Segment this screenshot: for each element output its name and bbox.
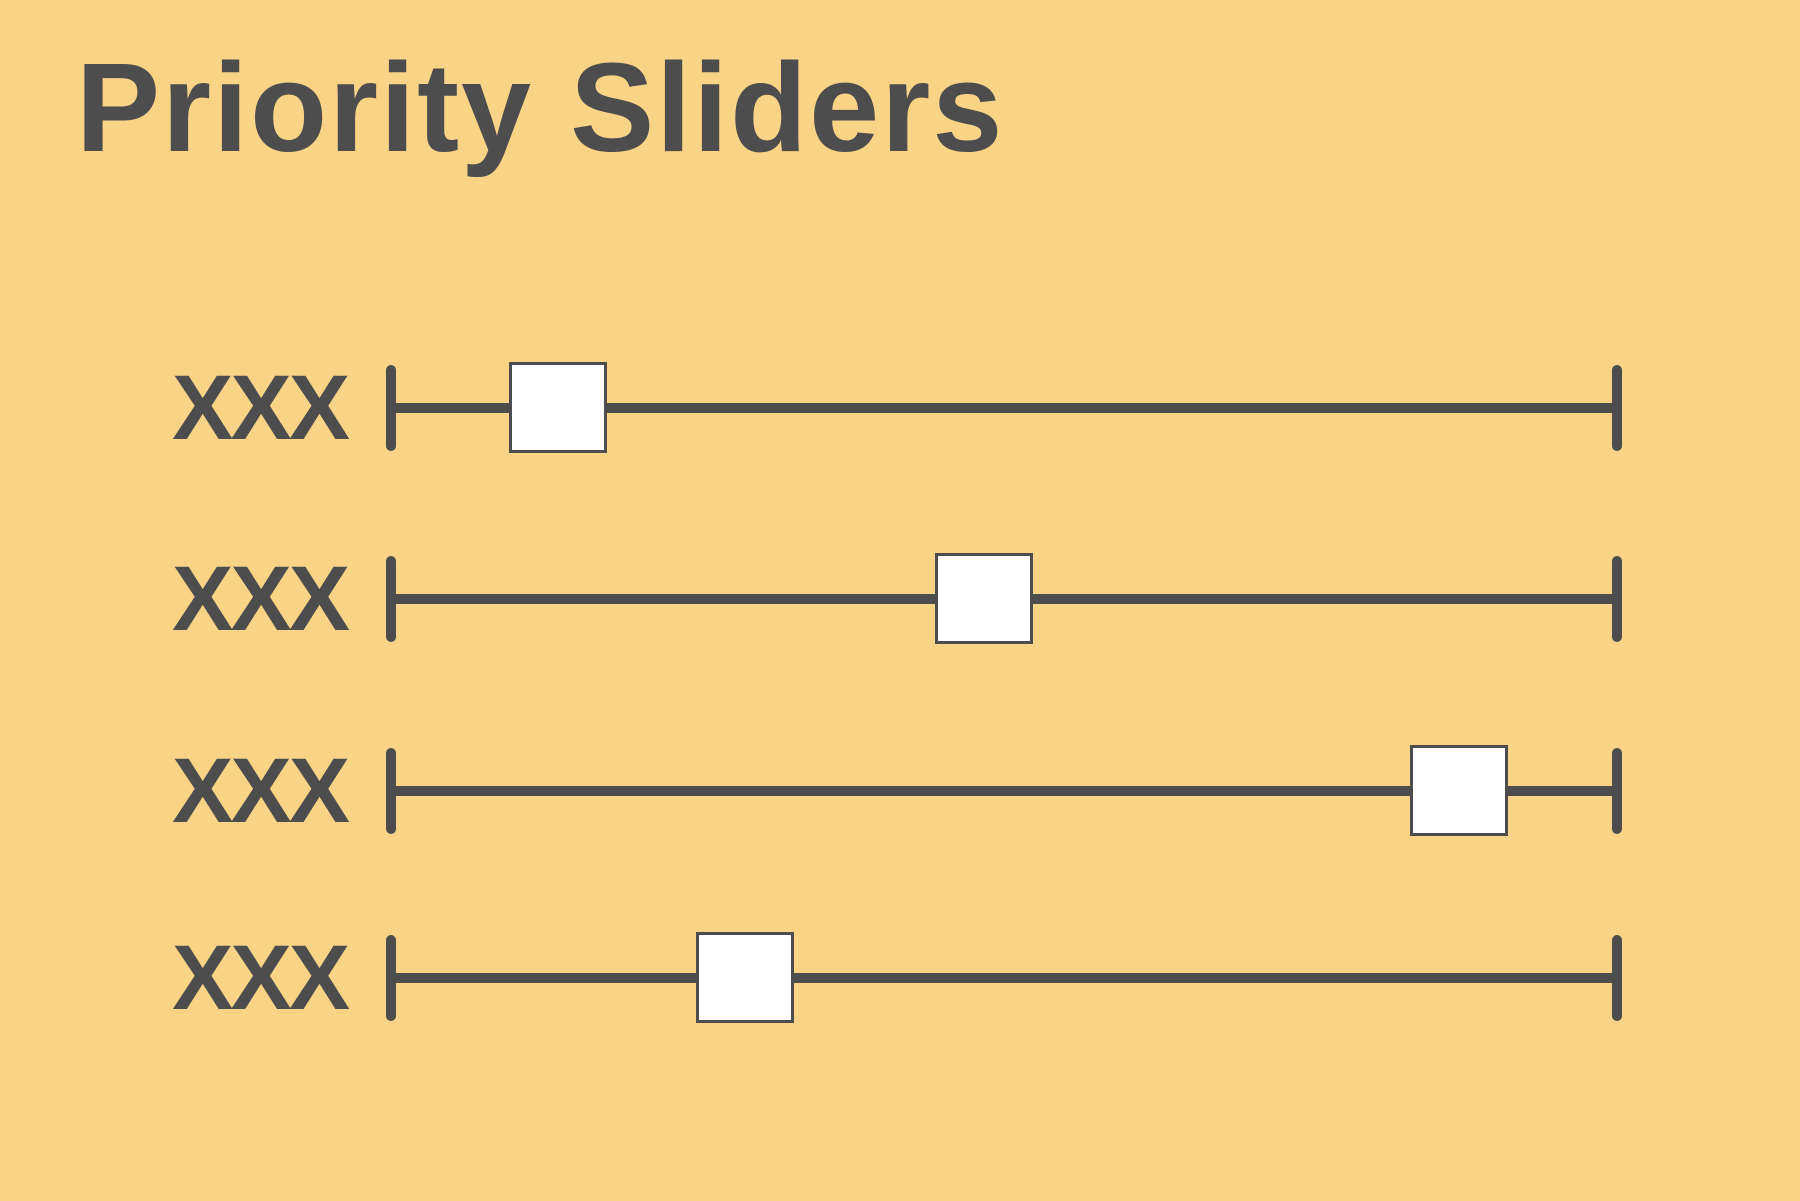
slider-thumb[interactable] [696,932,794,1023]
slider-row-2: XXX [0,544,1800,654]
track-end-cap [1612,935,1622,1021]
slider-track[interactable] [391,786,1617,796]
slider-track[interactable] [391,973,1617,983]
page-title: Priority Sliders [76,37,1005,178]
slider-row-3: XXX [0,736,1800,846]
slider-row-4: XXX [0,923,1800,1033]
slider-thumb[interactable] [1410,745,1508,836]
slider-label: XXX [172,357,350,459]
track-start-cap [386,748,396,834]
track-end-cap [1612,365,1622,451]
slider-thumb[interactable] [935,553,1033,644]
slider-thumb[interactable] [509,362,607,453]
slider-label: XXX [172,740,350,842]
track-start-cap [386,935,396,1021]
slider-label: XXX [172,927,350,1029]
slider-track[interactable] [391,403,1617,413]
track-start-cap [386,556,396,642]
slider-label: XXX [172,548,350,650]
track-end-cap [1612,748,1622,834]
track-start-cap [386,365,396,451]
slider-row-1: XXX [0,353,1800,463]
track-end-cap [1612,556,1622,642]
